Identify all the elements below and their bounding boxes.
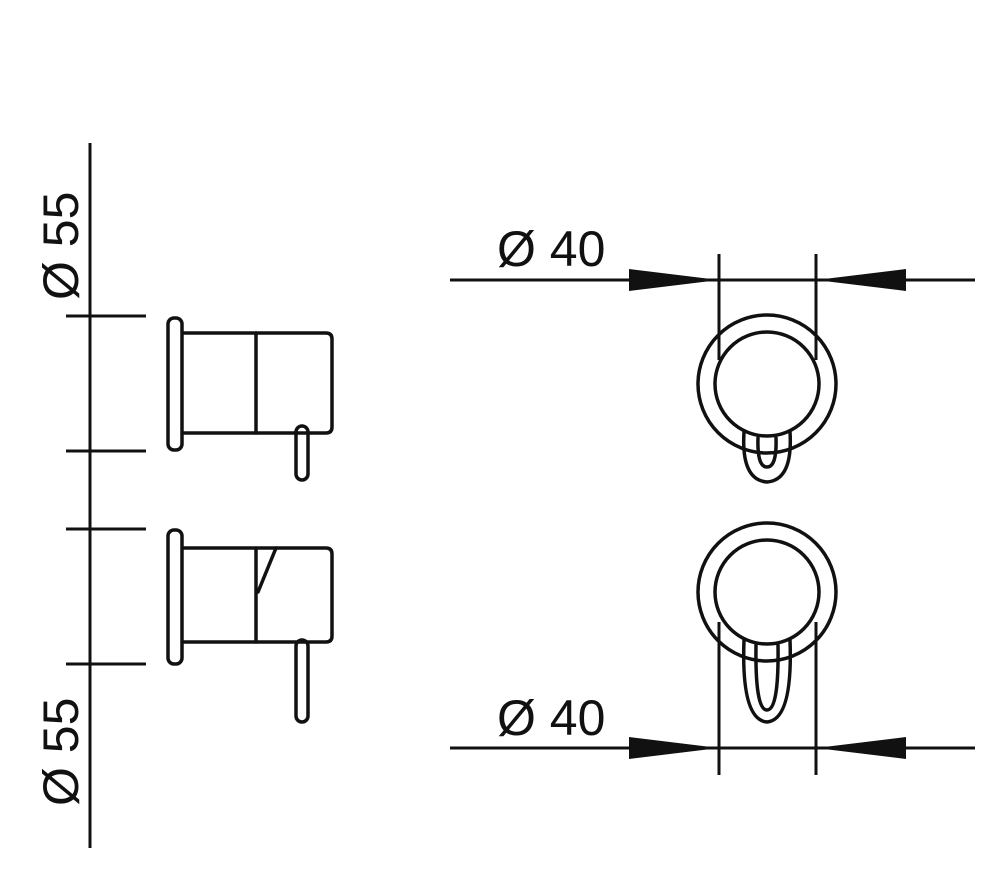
dimension-label-bottom-right: Ø 40	[497, 690, 605, 746]
arrow-left-pointing	[816, 737, 906, 759]
left-dimension-line	[66, 143, 146, 848]
arrow-right-pointing	[629, 737, 719, 759]
side-view-valve-top	[166, 316, 334, 482]
arrow-right-pointing	[629, 269, 719, 291]
arrow-left-pointing	[816, 269, 906, 291]
dimension-label-bottom-left: Ø 55	[33, 698, 89, 806]
front-view-bottom	[450, 521, 975, 775]
dimension-label-top-right: Ø 40	[497, 221, 605, 277]
front-view-top	[450, 254, 975, 484]
dimension-label-top-left: Ø 55	[33, 192, 89, 300]
side-view-valve-bottom	[166, 528, 334, 724]
